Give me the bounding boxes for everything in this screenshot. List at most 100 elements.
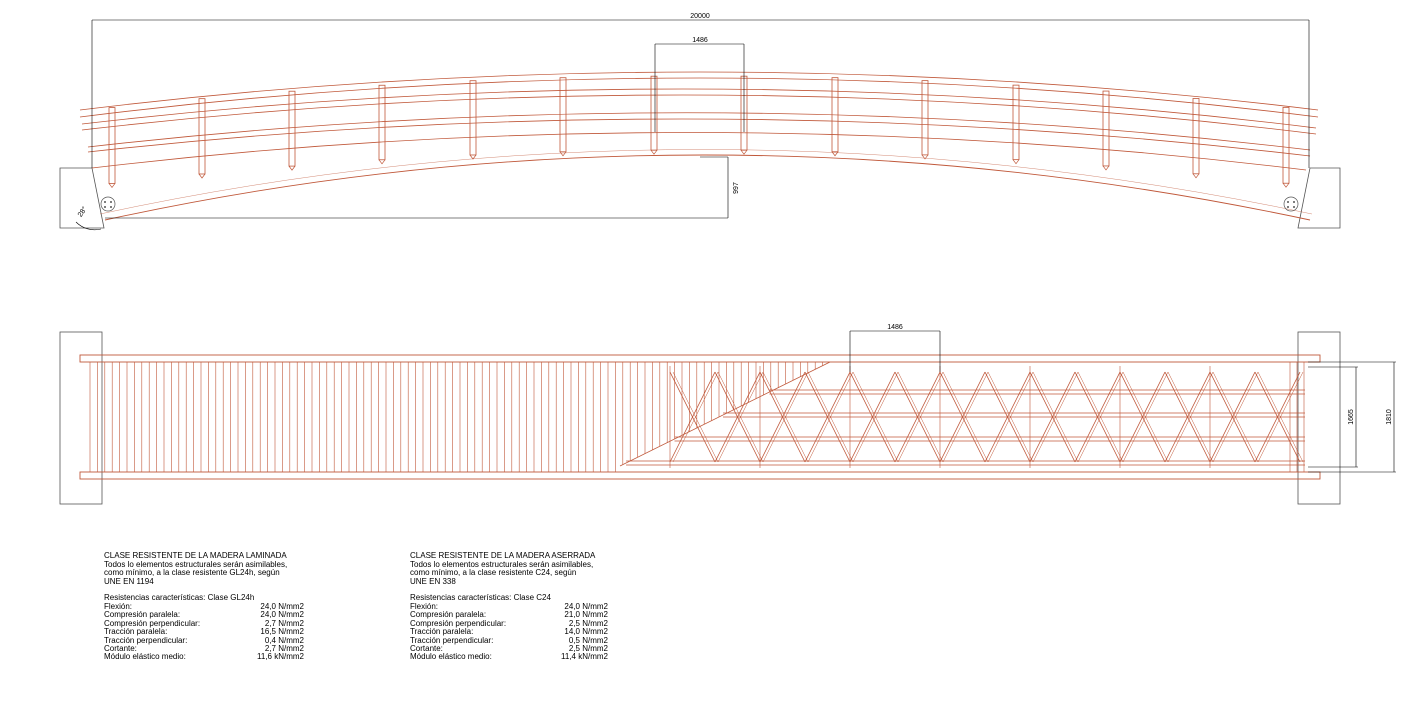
plan-cross-bracing	[669, 366, 1304, 468]
table-row: Módulo elástico medio:11,6 kN/mm2	[104, 652, 304, 662]
plan-view: 1486 1665 1810	[59, 324, 1396, 505]
table-row: Cortante:2,7 N/mm2	[104, 644, 304, 653]
cross-brace	[939, 371, 986, 463]
table-row: Módulo elástico medio:11,4 kN/mm2	[410, 652, 608, 662]
bearing-angle-label: 28°	[76, 205, 89, 218]
beam-soffit-line	[99, 149, 1313, 215]
post-foot	[559, 151, 567, 157]
cross-brace	[669, 371, 716, 463]
cross-brace	[894, 371, 941, 463]
left-abutment	[59, 167, 105, 229]
left-bearing	[100, 196, 116, 212]
plan-outer-beams	[79, 354, 1321, 480]
note-line: UNE EN 1194	[104, 576, 154, 586]
post-foot	[650, 149, 658, 155]
cross-brace	[987, 371, 1034, 463]
cross-brace	[942, 371, 989, 463]
cross-brace	[762, 371, 809, 463]
cross-brace	[1077, 371, 1124, 463]
cross-brace	[1209, 371, 1256, 463]
table-row: Tracción perpendicular:0,5 N/mm2	[410, 635, 608, 645]
handrail-line	[81, 94, 1317, 135]
cross-brace	[1119, 371, 1166, 463]
plan-deck-cut-line	[619, 361, 831, 467]
plan-dim-post-spacing	[849, 330, 941, 372]
cross-brace	[1254, 371, 1301, 463]
right-abutment	[1297, 167, 1341, 229]
plan-right-abutment	[1297, 331, 1341, 505]
plan-dim-widths	[1308, 361, 1396, 473]
post-foot	[469, 154, 477, 160]
cross-brace	[807, 371, 854, 463]
baluster-post	[198, 98, 206, 175]
note-title: CLASE RESISTENTE DE LA MADERA ASERRADA	[410, 551, 596, 560]
note-subtitle: Resistencias características: Clase C24	[410, 593, 551, 603]
cross-brace	[1212, 371, 1259, 463]
table-row: Tracción paralela:16,5 N/mm2	[104, 627, 304, 637]
post-foot	[740, 149, 748, 155]
dim-post-spacing-label: 1486	[692, 37, 708, 44]
baluster-post	[650, 75, 658, 151]
plan-dim-post-spacing-label: 1486	[887, 324, 903, 331]
strength-table: Flexión:24,0 N/mm2 Compresión paralela:2…	[410, 601, 608, 662]
post-foot	[1102, 165, 1110, 171]
note-line: como mínimo, a la clase resistente GL24h…	[104, 568, 280, 578]
note-line: UNE EN 338	[410, 576, 456, 586]
plan-deck-boards	[89, 362, 1305, 472]
post-foot	[108, 183, 116, 189]
post-foot	[921, 154, 929, 160]
table-row: Compresión perpendicular:2,7 N/mm2	[104, 618, 304, 628]
cross-brace	[849, 371, 896, 463]
cross-brace	[1032, 371, 1079, 463]
right-bearing	[1283, 196, 1299, 212]
strength-table: Flexión:24,0 N/mm2 Compresión paralela:2…	[104, 601, 304, 662]
handrail-line	[91, 132, 1307, 171]
table-row: Cortante:2,5 N/mm2	[410, 644, 608, 653]
table-row: Compresión paralela:24,0 N/mm2	[104, 610, 304, 620]
handrail-line	[87, 112, 1311, 151]
baluster-post	[831, 77, 839, 153]
bearing-angle-arc	[75, 221, 102, 231]
cross-brace	[717, 371, 764, 463]
elevation-view: 20000 1486 997 28°	[59, 13, 1341, 231]
baluster-post	[1192, 98, 1200, 175]
baluster-post	[1012, 84, 1020, 161]
note-line: Todos lo elementos estructurales serán a…	[104, 559, 288, 569]
cross-brace	[852, 371, 899, 463]
table-row: Flexión:24,0 N/mm2	[410, 601, 608, 611]
post-foot	[1012, 159, 1020, 165]
cross-brace	[1167, 371, 1214, 463]
note-line: como mínimo, a la clase resistente C24, …	[410, 568, 577, 578]
baluster-post	[921, 80, 929, 156]
cross-brace	[984, 371, 1031, 463]
table-row: Tracción perpendicular:0,4 N/mm2	[104, 635, 304, 645]
baluster-post	[108, 107, 116, 184]
baluster-post	[288, 90, 296, 167]
post-foot	[1282, 183, 1290, 188]
baluster-post	[559, 77, 567, 153]
dim-post-spacing	[654, 43, 745, 132]
baluster-post	[1102, 90, 1110, 167]
plan-left-abutment	[59, 331, 103, 505]
handrail-lines	[79, 71, 1319, 171]
table-row: Flexión:24,0 N/mm2	[104, 601, 304, 611]
table-row: Compresión perpendicular:2,5 N/mm2	[410, 618, 608, 628]
post-foot	[378, 159, 386, 165]
handrail-line	[81, 88, 1317, 129]
plan-dim-inner-width-label: 1665	[1348, 409, 1355, 425]
cross-brace	[804, 371, 851, 463]
cross-brace	[759, 371, 806, 463]
baluster-post	[378, 84, 386, 161]
note-title: CLASE RESISTENTE DE LA MADERA LAMINADA	[104, 551, 287, 560]
dim-arch-rise-label: 997	[733, 182, 740, 194]
cross-brace	[714, 371, 761, 463]
post-foot	[831, 151, 839, 157]
laminated-timber-note: CLASE RESISTENTE DE LA MADERA LAMINADA T…	[104, 551, 312, 662]
cross-brace	[1257, 371, 1304, 463]
note-subtitle: Resistencias características: Clase GL24…	[104, 593, 255, 603]
baluster-post	[469, 80, 477, 156]
cross-brace	[672, 371, 719, 463]
balustrade-posts	[108, 75, 1290, 189]
dim-arch-rise	[105, 156, 729, 219]
handrail-line	[79, 71, 1319, 111]
